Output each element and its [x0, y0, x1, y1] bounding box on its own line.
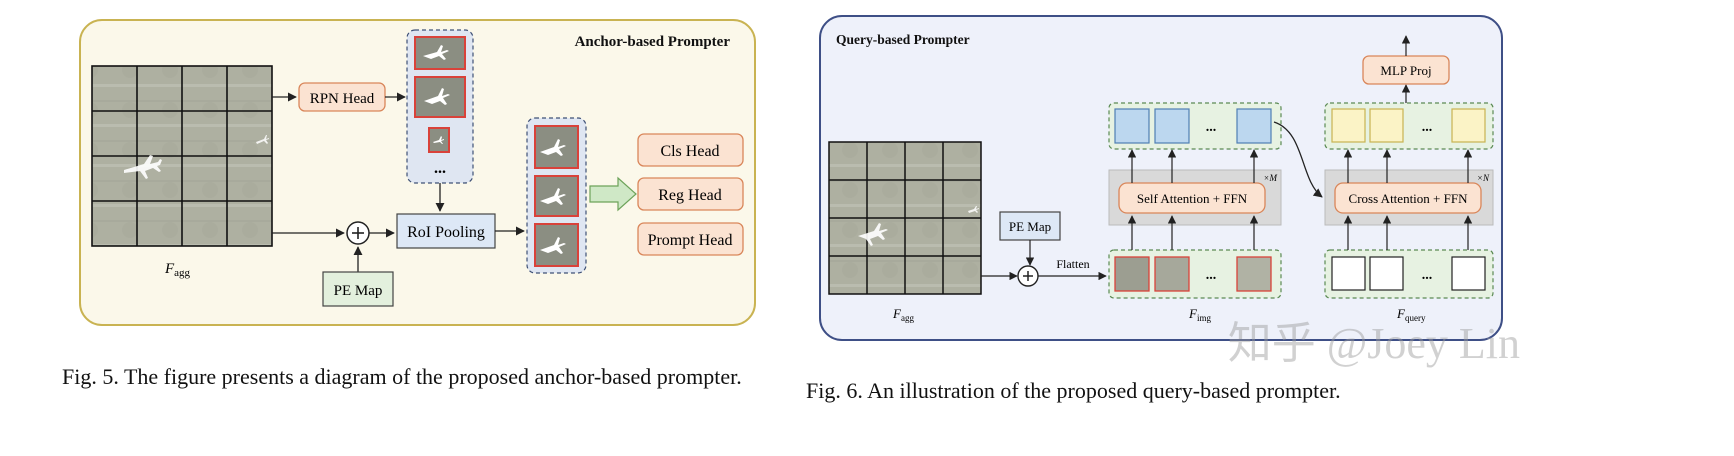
airplane-icon — [968, 206, 979, 213]
flatten-label: Flatten — [1056, 257, 1089, 271]
panel-title: Query-based Prompter — [836, 32, 970, 47]
feature-img-label: Fimg — [1188, 306, 1211, 323]
add-operator — [346, 221, 370, 245]
panel-title: Anchor-based Prompter — [575, 34, 731, 50]
watermark-text: 知乎 @Joey Lin — [1228, 319, 1520, 368]
feature-agg-label: Fagg — [164, 261, 191, 279]
cross-attention-block: Cross Attention + FFN ×N — [1324, 169, 1494, 226]
encoded-tokens-group: ... — [1108, 102, 1282, 150]
figure-6-caption: Fig. 6. An illustration of the proposed … — [806, 378, 1341, 403]
decoded-token — [1331, 108, 1366, 143]
roi-pooling-box: RoI Pooling — [396, 213, 496, 249]
anchor-based-prompter-panel: Anchor-based Prompter Fagg RPN Head — [79, 19, 756, 326]
output-arrow-icon — [589, 176, 637, 212]
rpn-head-box: RPN Head — [298, 82, 386, 112]
self-attention-label: Self Attention + FFN — [1137, 191, 1248, 206]
ellipsis: ... — [1206, 268, 1217, 283]
decoded-token — [1369, 108, 1404, 143]
roi-pooling-label: RoI Pooling — [407, 224, 485, 241]
airplane-icon — [256, 135, 269, 144]
mlp-proj-label: MLP Proj — [1380, 63, 1431, 78]
cross-attention-label: Cross Attention + FFN — [1349, 191, 1469, 206]
repeat-m-label: ×M — [1263, 173, 1277, 183]
self-attention-block: Self Attention + FFN ×M — [1108, 169, 1282, 226]
encoded-token — [1114, 108, 1150, 144]
decoded-token — [1451, 108, 1486, 143]
proposal-crops-group: ... — [406, 29, 474, 184]
feature-map-grid — [91, 65, 273, 247]
feature-map-grid — [828, 141, 982, 295]
query-token — [1331, 256, 1366, 291]
rpn-head-label: RPN Head — [310, 91, 375, 107]
reg-head-box: Reg Head — [637, 177, 744, 211]
query-based-prompter-panel: Query-based Prompter Fagg PE Map — [819, 15, 1503, 341]
pooled-crops-group — [526, 117, 587, 274]
decoded-tokens-group: ... — [1324, 102, 1494, 150]
prompt-head-box: Prompt Head — [637, 222, 744, 256]
query-token — [1369, 256, 1404, 291]
image-token — [1236, 256, 1272, 292]
cls-head-box: Cls Head — [637, 133, 744, 167]
query-token — [1451, 256, 1486, 291]
encoded-token — [1236, 108, 1272, 144]
image-token — [1154, 256, 1190, 292]
mlp-proj-box: MLP Proj — [1362, 55, 1450, 85]
feature-query-label: Fquery — [1396, 306, 1426, 323]
repeat-n-label: ×N — [1477, 173, 1490, 183]
query-tokens-group: ... — [1324, 249, 1494, 299]
ellipsis: ... — [1206, 120, 1217, 135]
ellipsis: ... — [434, 160, 446, 177]
feature-agg-label: Fagg — [892, 306, 914, 323]
pe-map-label: PE Map — [1009, 219, 1051, 234]
pe-map-label: PE Map — [334, 283, 383, 299]
pooled-crop — [534, 175, 579, 217]
encoded-token — [1154, 108, 1190, 144]
pe-map-box: PE Map — [322, 271, 394, 307]
figure-5-caption: Fig. 5. The figure presents a diagram of… — [62, 364, 742, 389]
add-operator — [1017, 265, 1039, 287]
airplane-icon — [124, 155, 162, 179]
pe-map-box: PE Map — [999, 211, 1061, 241]
ellipsis: ... — [1422, 268, 1433, 283]
cls-head-label: Cls Head — [660, 143, 719, 160]
prompt-head-label: Prompt Head — [648, 232, 733, 249]
airplane-icon — [858, 223, 888, 246]
image-tokens-group: ... — [1108, 249, 1282, 299]
image-token — [1114, 256, 1150, 292]
ellipsis: ... — [1422, 120, 1433, 135]
reg-head-label: Reg Head — [658, 187, 722, 204]
